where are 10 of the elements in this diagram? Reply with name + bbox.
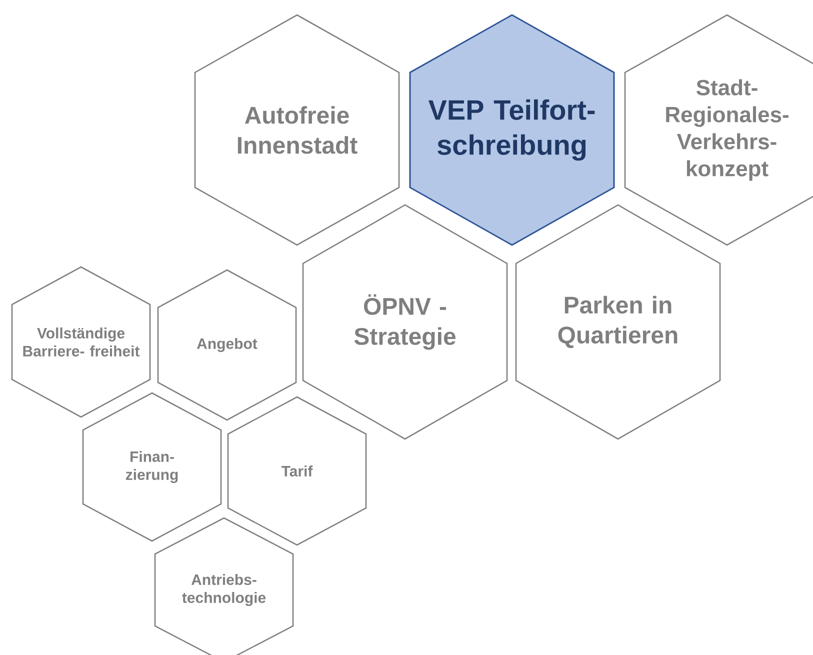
hexagon: Vollständige Barriere- freiheit [11, 266, 151, 418]
hexagon: Stadt- Regionales- Verkehrs- konzept [624, 14, 813, 246]
hexagon: Tarif [227, 396, 367, 546]
hexagon: VEP Teilfort- schreibung [409, 14, 615, 246]
hexagon: Autofreie Innenstadt [194, 14, 400, 246]
hexagon: Antriebs- technologie [154, 517, 294, 655]
hexagon: Finan- zierung [82, 392, 222, 542]
hexagon: Parken in Quartieren [515, 204, 721, 440]
hexagon: ÖPNV - Strategie [302, 204, 508, 440]
hexagon: Angebot [157, 269, 297, 421]
